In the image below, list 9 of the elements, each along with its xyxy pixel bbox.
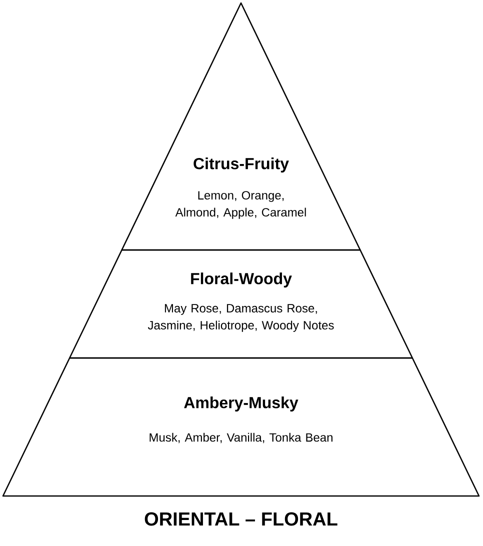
- pyramid-tier: [121, 2, 361, 251]
- tier-heading: Ambery-Musky: [184, 396, 298, 412]
- tier-heading: Floral-Woody: [191, 272, 292, 288]
- tier-notes: May Rose, Damascus Rose, Jasmine, Heliotrope, Woody Notes: [148, 304, 334, 332]
- pyramid-tier: [2, 357, 480, 497]
- pyramid-tier: [68, 249, 414, 359]
- tier-heading: Citrus-Fruity: [194, 158, 289, 172]
- tier-notes: Lemon, Orange, Almond, Apple, Caramel: [175, 191, 306, 219]
- tier-notes: Musk, Amber, Vanilla, Tonka Bean: [150, 432, 332, 444]
